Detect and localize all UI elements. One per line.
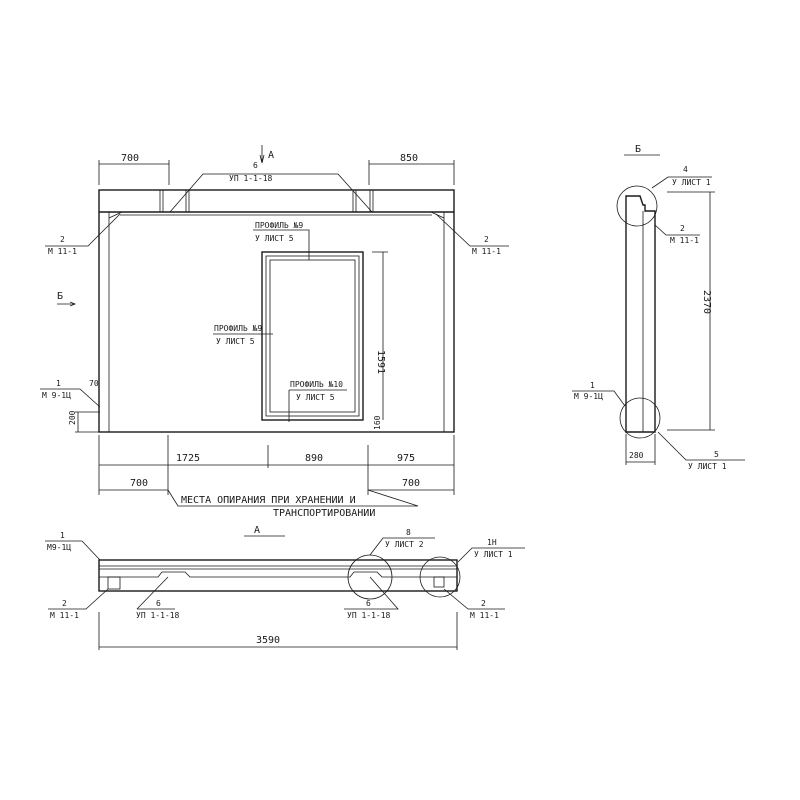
callout-num: 6 (156, 599, 161, 608)
callout-num: 8 (406, 528, 411, 537)
dim-200: 200 (68, 410, 77, 425)
callout-num: 6 (366, 599, 371, 608)
callout-ref: У ЛИСТ 1 (688, 462, 727, 471)
profile-label: У ЛИСТ 5 (216, 337, 255, 346)
callout-ref: М 11-1 (48, 247, 77, 256)
view-arrow-b: Б (57, 291, 63, 302)
callout-num: 6 (253, 161, 258, 170)
panel-outline (98, 189, 455, 433)
callout-ref: М 9-1Ц (42, 391, 71, 400)
support-note: ТРАНСПОРТИРОВАНИИ (273, 508, 375, 519)
callout-ref: М9-1Ц (47, 543, 71, 552)
section-b-title: Б (635, 144, 641, 155)
dim-sill: 160 (373, 415, 382, 430)
dim-bottom: 890 (305, 453, 323, 464)
section-b: Б 4 У ЛИСТ 1 2 М 11-1 1 М 9-1Ц 5 У ЛИСТ … (572, 144, 745, 471)
callout-ref: УП 1-1-18 (229, 174, 273, 183)
callout-num: 1 (590, 381, 595, 390)
support-note: МЕСТА ОПИРАНИЯ ПРИ ХРАНЕНИИ И (181, 495, 356, 506)
callout-ref: УП 1-1-18 (347, 611, 391, 620)
section-a: А 1 М9-1Ц 2 М 11-1 6 УП 1-1-18 6 УП 1-1-… (45, 525, 525, 650)
callout-num: 1 (60, 531, 65, 540)
callout-num: 2 (62, 599, 67, 608)
callout-ref: М 11-1 (470, 611, 499, 620)
callout-ref: М 11-1 (670, 236, 699, 245)
dim-bottom: 975 (397, 453, 415, 464)
dim-top-right: 850 (400, 153, 418, 164)
callout-ref: У ЛИСТ 1 (474, 550, 513, 559)
profile-label: ПРОФИЛЬ №9 (214, 324, 262, 333)
callout-ref: М 9-1Ц (574, 392, 603, 401)
callout-ref: УП 1-1-18 (136, 611, 180, 620)
callout-num: 2 (481, 599, 486, 608)
dim-bottom: 1725 (176, 453, 200, 464)
profile-label: ПРОФИЛЬ №10 (290, 380, 343, 389)
callout-ref: У ЛИСТ 2 (385, 540, 424, 549)
callout-ref: У ЛИСТ 1 (672, 178, 711, 187)
profile-label: У ЛИСТ 5 (296, 393, 335, 402)
callout-num: 2 (60, 235, 65, 244)
callout-num: 1Н (487, 538, 497, 547)
callout-num: 1 (56, 379, 61, 388)
callout-num: 2 (680, 224, 685, 233)
profile-label: ПРОФИЛЬ №9 (255, 221, 303, 230)
callout-num: 4 (683, 165, 688, 174)
view-arrow-a: А (268, 150, 274, 161)
callout-ref: М 11-1 (50, 611, 79, 620)
dim-70: 70 (89, 379, 99, 388)
dim-height: 2370 (701, 290, 712, 314)
dim-opening-height: 1591 (375, 350, 386, 374)
dim-length: 3590 (256, 635, 280, 646)
section-a-title: А (254, 525, 260, 536)
window-opening (261, 251, 364, 421)
panel-elevation: 700 850 А Б 6 УП 1-1-18 2 М 11-1 2 М 11-… (40, 145, 509, 519)
callout-ref: М 11-1 (472, 247, 501, 256)
profile-ref: У ЛИСТ 5 (255, 234, 294, 243)
callout-num: 2 (484, 235, 489, 244)
dim-support: 700 (402, 478, 420, 489)
dim-support: 700 (130, 478, 148, 489)
dim-thickness: 280 (629, 451, 644, 460)
dim-top-left: 700 (121, 153, 139, 164)
callout-num: 5 (714, 450, 719, 459)
